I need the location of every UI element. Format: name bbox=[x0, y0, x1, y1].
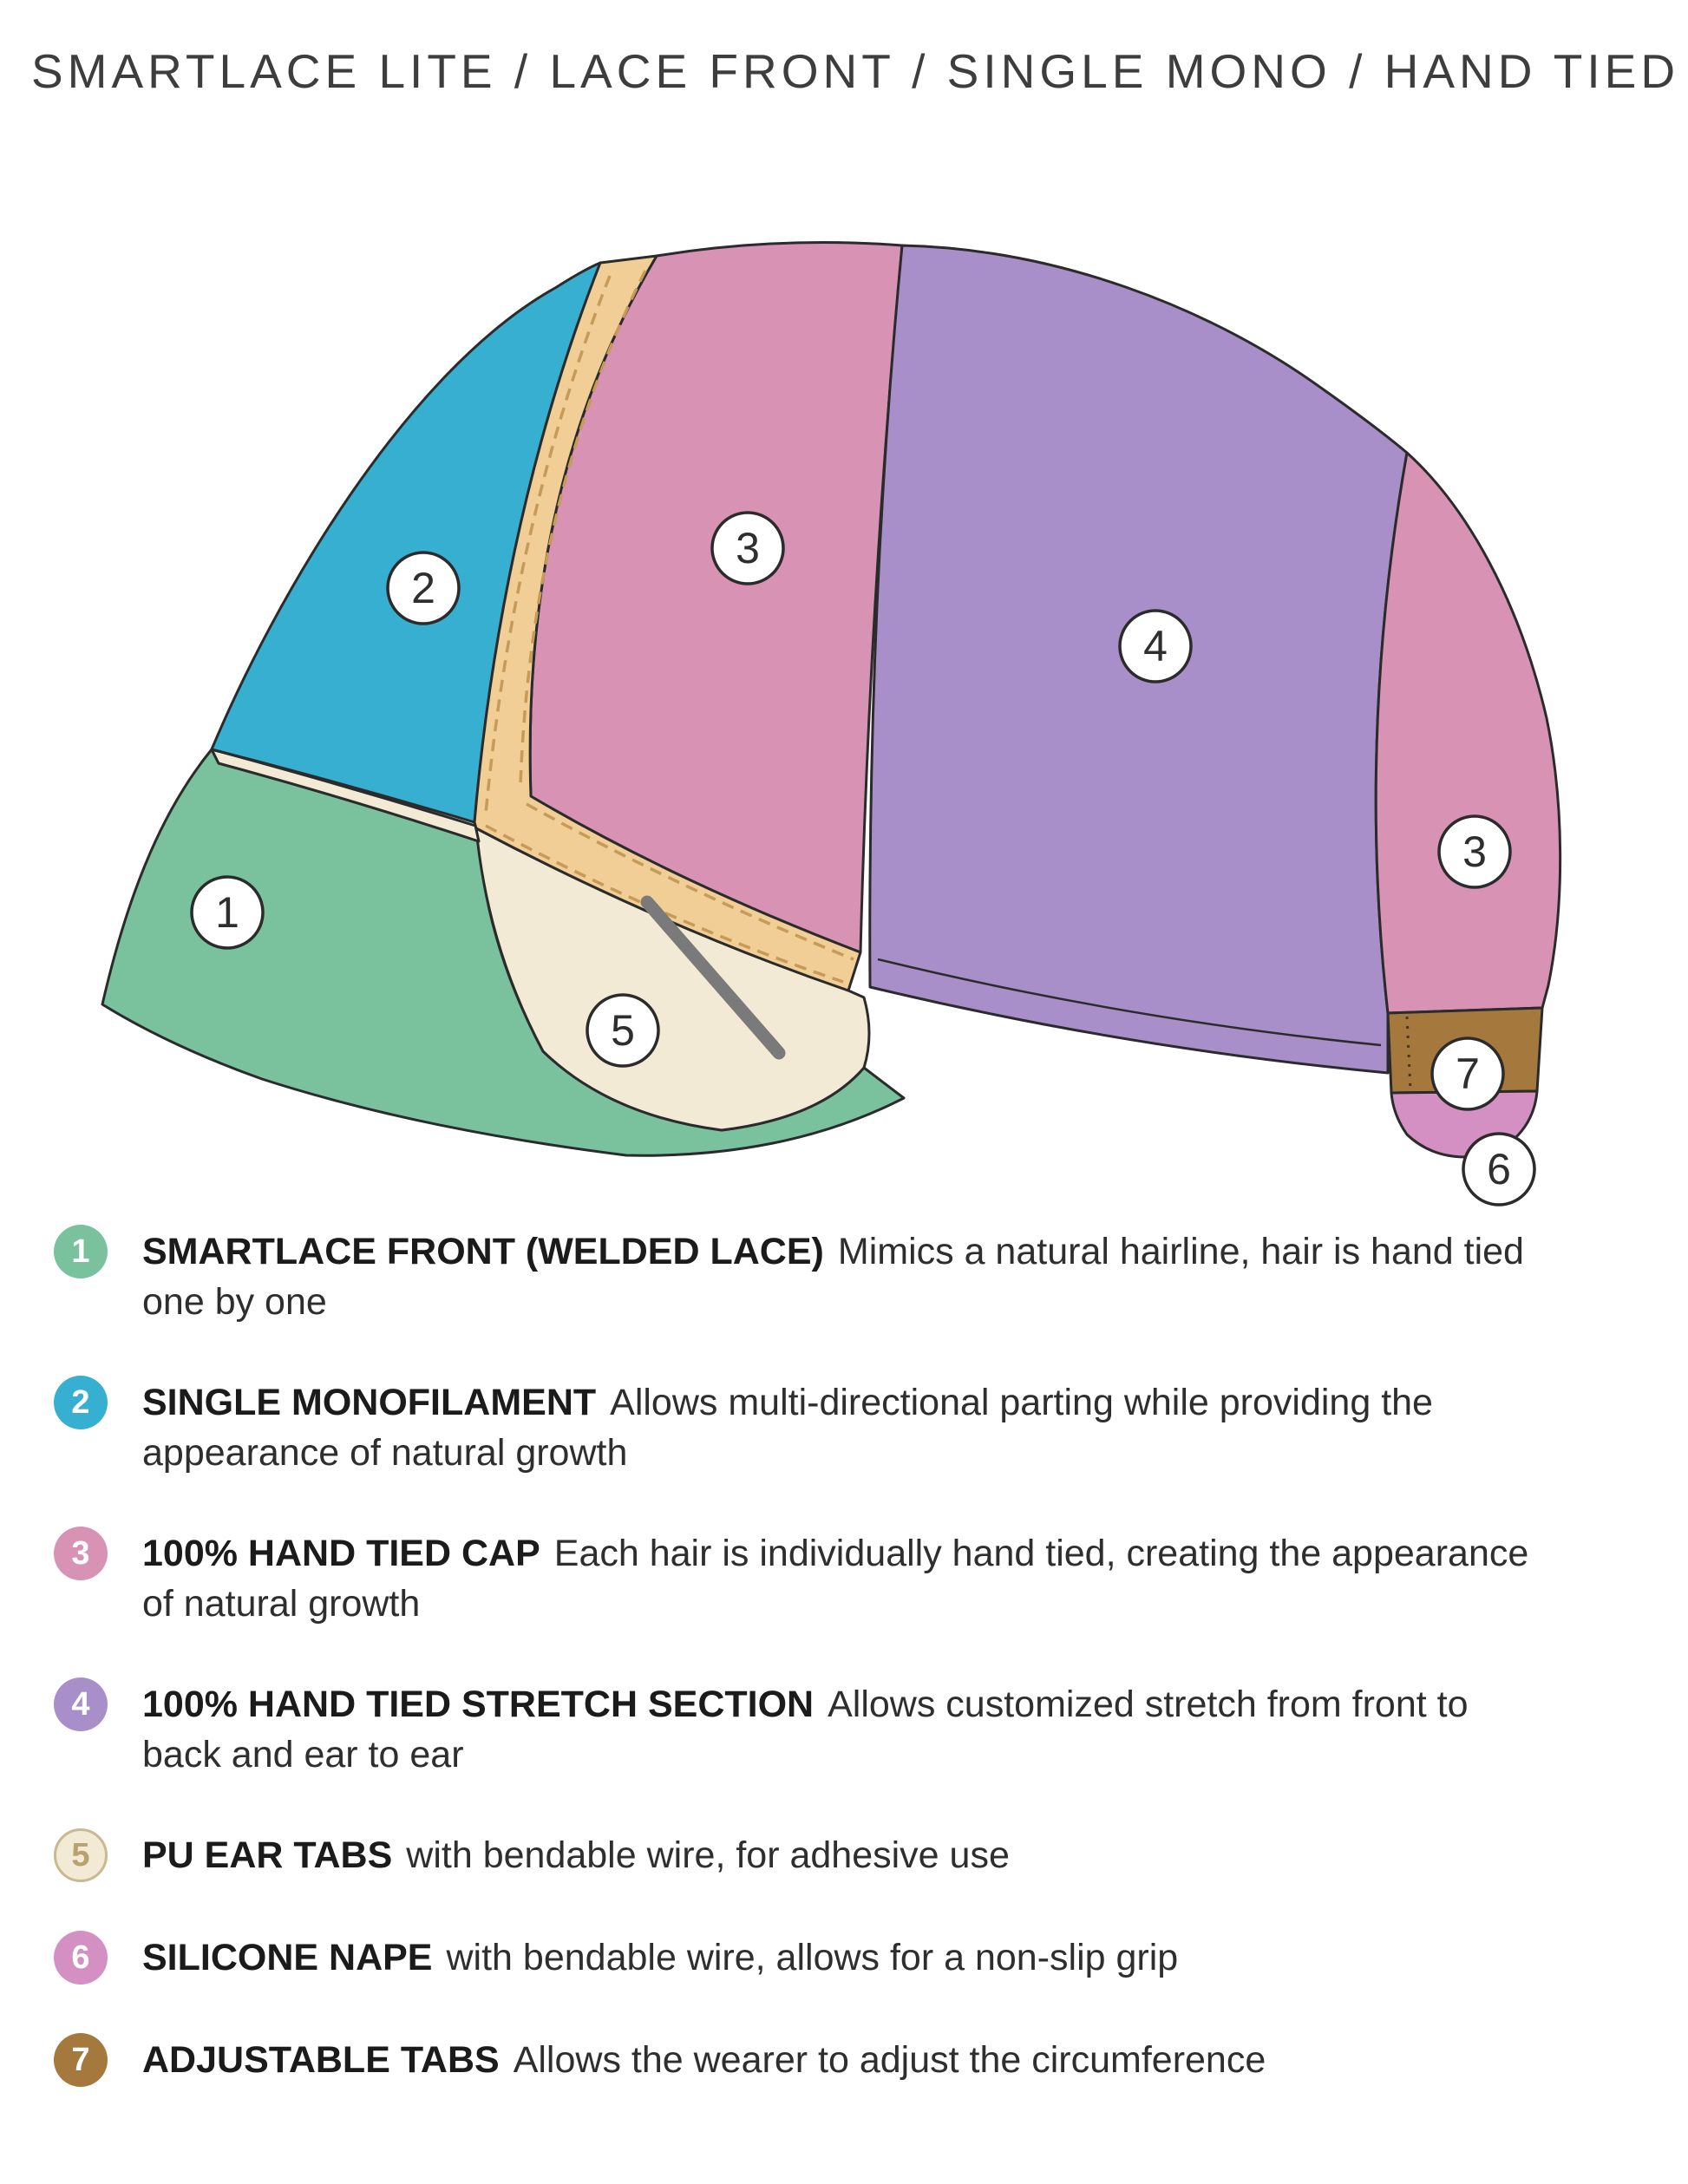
ear-tab-wire bbox=[640, 895, 786, 1060]
legend-desc-1: Mimics a natural hairline, hair is hand … bbox=[142, 1231, 1524, 1323]
diagram-marker-5-number: 5 bbox=[611, 1006, 635, 1055]
legend-item-smartlace-front: 1 SMARTLACE FRONT (WELDED LACE)Mimics a … bbox=[54, 1225, 1615, 1327]
legend-item-adjustable-tabs: 7 ADJUSTABLE TABS Allows the wearer to ad… bbox=[54, 2033, 1615, 2087]
legend-label-4: 100% HAND TIED STRETCH SECTION bbox=[142, 1684, 815, 1725]
diagram-marker-7-number: 7 bbox=[1456, 1049, 1480, 1098]
diagram-marker-3-back-number: 3 bbox=[1462, 827, 1487, 876]
legend-bullet-5-number: 5 bbox=[71, 1836, 90, 1873]
legend: 1 SMARTLACE FRONT (WELDED LACE)Mimics a … bbox=[54, 1225, 1615, 2135]
legend-text-6: SILICONE NAPE with bendable wire, allows … bbox=[142, 1931, 1178, 1983]
diagram-marker-7: 7 bbox=[1430, 1036, 1505, 1111]
diagram-marker-3-front: 3 bbox=[710, 511, 785, 585]
legend-bullet-7-number: 7 bbox=[71, 2041, 90, 2078]
diagram-marker-3-front-number: 3 bbox=[736, 524, 760, 572]
diagram-marker-1: 1 bbox=[190, 875, 265, 950]
legend-bullet-1-number: 1 bbox=[71, 1233, 90, 1270]
stitch-line-upper-horizontal bbox=[526, 802, 854, 961]
legend-text-5: PU EAR TABS with bendable wire, for adhes… bbox=[142, 1828, 1010, 1880]
diagram-marker-2: 2 bbox=[386, 551, 461, 625]
legend-label-5: PU EAR TABS bbox=[142, 1834, 393, 1876]
page-title: SMARTLACE LITE / LACE FRONT / SINGLE MON… bbox=[31, 44, 1680, 98]
legend-bullet-5: 5 bbox=[54, 1828, 108, 1882]
legend-desc-2: Allows multi-directional parting while p… bbox=[142, 1382, 1433, 1474]
diagram-marker-5: 5 bbox=[586, 993, 660, 1068]
legend-bullet-2: 2 bbox=[54, 1376, 108, 1429]
legend-desc-5: with bendable wire, for adhesive use bbox=[406, 1834, 1010, 1876]
hem-seam-line bbox=[877, 958, 1382, 1047]
diagram-marker-1-number: 1 bbox=[215, 888, 239, 937]
diagram-marker-3-back: 3 bbox=[1437, 814, 1512, 889]
legend-bullet-1: 1 bbox=[54, 1225, 108, 1278]
stitch-line-outer-vertical bbox=[484, 275, 612, 814]
legend-label-3: 100% HAND TIED CAP bbox=[142, 1533, 540, 1574]
diagram-marker-2-number: 2 bbox=[411, 564, 435, 612]
region-hand-tied-cap-back bbox=[1374, 451, 1562, 1015]
legend-bullet-3-number: 3 bbox=[71, 1534, 90, 1572]
wig-cap-diagram: 1 2 3 4 3 5 7 6 bbox=[101, 240, 1562, 1206]
diagram-marker-4-number: 4 bbox=[1143, 622, 1168, 670]
stitch-line-inner-vertical bbox=[519, 270, 647, 786]
legend-label-7: ADJUSTABLE TABS bbox=[142, 2039, 500, 2081]
diagram-marker-4: 4 bbox=[1118, 609, 1193, 683]
legend-text-1: SMARTLACE FRONT (WELDED LACE)Mimics a na… bbox=[142, 1225, 1547, 1327]
legend-desc-6: with bendable wire, allows for a non-sli… bbox=[446, 1937, 1179, 1978]
legend-label-2: SINGLE MONOFILAMENT bbox=[142, 1382, 597, 1423]
legend-bullet-6: 6 bbox=[54, 1931, 108, 1985]
legend-bullet-7: 7 bbox=[54, 2033, 108, 2087]
diagram-marker-6-number: 6 bbox=[1487, 1145, 1511, 1193]
legend-bullet-4: 4 bbox=[54, 1677, 108, 1731]
legend-bullet-6-number: 6 bbox=[71, 1939, 90, 1976]
legend-bullet-2-number: 2 bbox=[71, 1383, 90, 1421]
legend-desc-7: Allows the wearer to adjust the circumfe… bbox=[513, 2039, 1266, 2081]
legend-desc-4: Allows customized stretch from front to … bbox=[142, 1684, 1469, 1775]
legend-bullet-3: 3 bbox=[54, 1527, 108, 1580]
legend-label-6: SILICONE NAPE bbox=[142, 1937, 433, 1978]
legend-text-7: ADJUSTABLE TABS Allows the wearer to adju… bbox=[142, 2033, 1266, 2085]
legend-item-pu-ear-tabs: 5 PU EAR TABS with bendable wire, for adh… bbox=[54, 1828, 1615, 1882]
legend-item-silicone-nape: 6 SILICONE NAPE with bendable wire, allow… bbox=[54, 1931, 1615, 1985]
diagram-marker-6: 6 bbox=[1462, 1132, 1536, 1206]
legend-bullet-4-number: 4 bbox=[71, 1685, 90, 1723]
legend-label-1: SMARTLACE FRONT (WELDED LACE) bbox=[142, 1231, 824, 1272]
legend-desc-3: Each hair is individually hand tied, cre… bbox=[142, 1533, 1529, 1625]
